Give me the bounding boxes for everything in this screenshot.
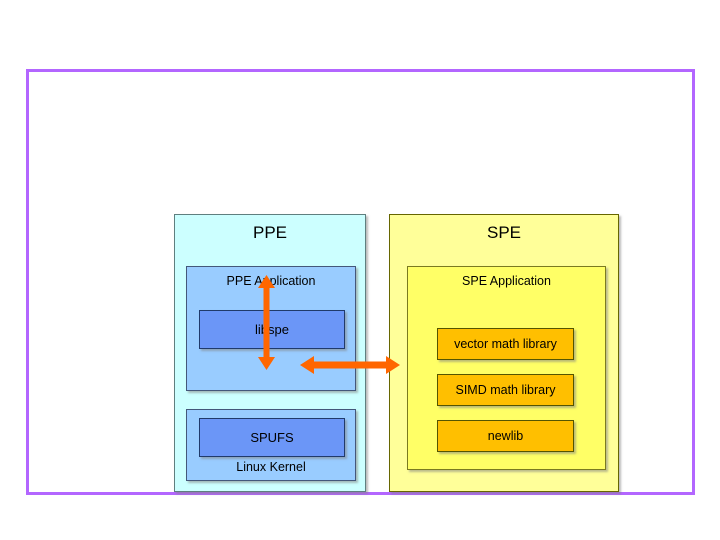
- ppe-application-box: PPE Application libspe: [186, 266, 356, 391]
- spufs-label: SPUFS: [250, 430, 294, 445]
- spe-container: SPE SPE Application vector math library …: [389, 214, 619, 492]
- simd-math-library-label: SIMD math library: [455, 383, 556, 397]
- linux-kernel-label: Linux Kernel: [236, 460, 306, 474]
- ppe-title: PPE: [252, 223, 288, 242]
- spufs-box: SPUFS: [199, 418, 345, 457]
- spe-application-box: SPE Application vector math library SIMD…: [407, 266, 606, 470]
- spufs-spe-arrow-icon: [300, 356, 400, 374]
- spe-application-title: SPE Application: [462, 274, 551, 288]
- libspe-spufs-arrow-icon: [258, 275, 275, 370]
- slide-frame: PPE PPE Application libspe SPUFS Linux K…: [26, 69, 695, 495]
- ppe-container: PPE PPE Application libspe SPUFS Linux K…: [174, 214, 366, 492]
- newlib-label: newlib: [487, 429, 524, 443]
- vector-math-library-box: vector math library: [437, 328, 574, 360]
- spe-title: SPE: [486, 223, 522, 242]
- newlib-box: newlib: [437, 420, 574, 452]
- ppe-application-title: PPE Application: [226, 274, 316, 288]
- vector-math-library-label: vector math library: [454, 337, 557, 351]
- linux-kernel-box: SPUFS Linux Kernel: [186, 409, 356, 481]
- simd-math-library-box: SIMD math library: [437, 374, 574, 406]
